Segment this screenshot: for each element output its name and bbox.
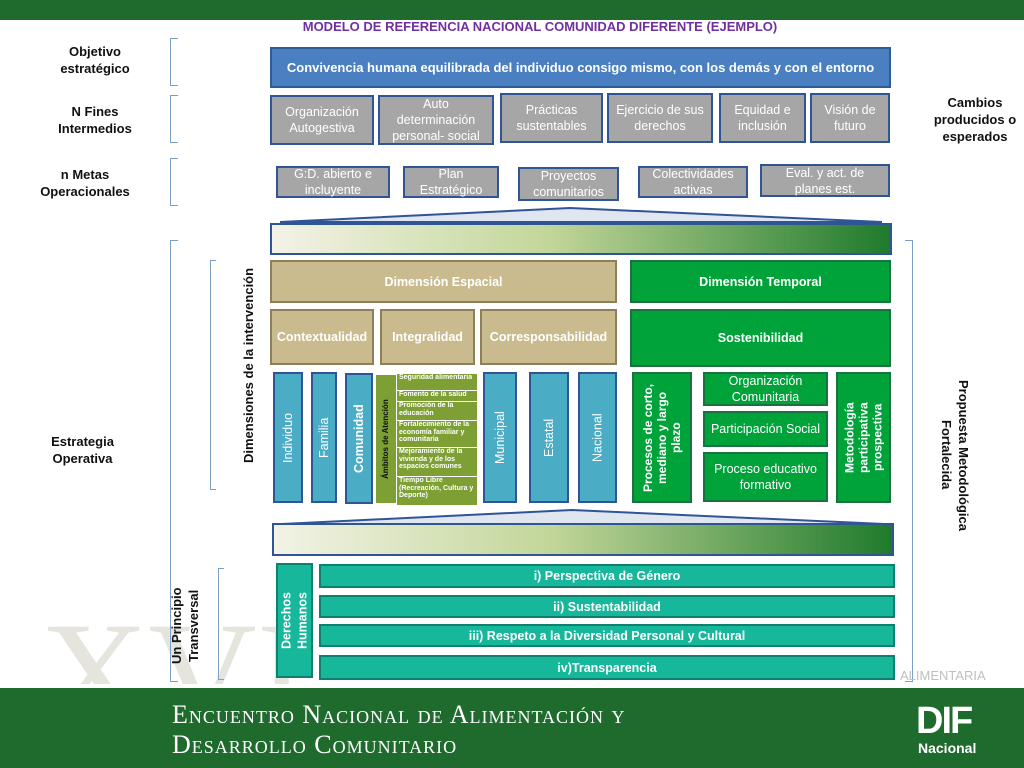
dimension-temporal: Dimensión Temporal: [630, 260, 891, 303]
label-metas: n Metas Operacionales: [40, 167, 130, 199]
fin-box: Auto determinación personal- social: [378, 95, 494, 145]
level-estatal: Estatal: [529, 372, 569, 503]
corresponsabilidad-box: Corresponsabilidad: [480, 309, 617, 365]
alimentaria-watermark: ALIMENTARIA: [900, 668, 986, 683]
label-cambios: Cambios producidos o esperados: [933, 95, 1017, 144]
top-bar: [0, 0, 1024, 20]
proceso-educativo-box: Proceso educativo formativo: [703, 452, 828, 502]
upper-arrow-head: [279, 206, 883, 223]
participacion-box: Participación Social: [703, 411, 828, 447]
ambito-item: Seguridad alimentaria: [397, 374, 477, 391]
meta-box: Colectividades activas: [638, 166, 748, 198]
ambito-item: Mejoramiento de la vivienda y de los esp…: [397, 448, 477, 477]
bracket-propuesta: [905, 240, 913, 682]
ambitos-label: Ámbitos de Atención: [376, 375, 396, 503]
principio-box: i) Perspectiva de Género: [319, 564, 895, 588]
metodologia-box: Metodología participativa prospectiva: [836, 372, 891, 503]
organizacion-box: Organización Comunitaria: [703, 372, 828, 406]
footer-line-1: Encuentro Nacional de Alimentación y: [172, 700, 626, 729]
fin-box: Visión de futuro: [810, 93, 890, 143]
bracket-metas: [170, 158, 178, 206]
level-individuo: Individuo: [273, 372, 303, 503]
principio-box: iv)Transparencia: [319, 655, 895, 680]
footer-strip: [0, 684, 1024, 688]
label-estrategia: Estrategia Operativa: [51, 434, 114, 466]
footer-bar: [0, 688, 1024, 768]
ambito-item: Tiempo Libre (Recreación, Cultura y Depo…: [397, 477, 477, 506]
meta-box: Plan Estratégico: [403, 166, 499, 198]
integralidad-box: Integralidad: [380, 309, 475, 365]
bracket-fines: [170, 95, 178, 143]
label-fines: N Fines Intermedios: [58, 104, 132, 136]
contextualidad-box: Contextualidad: [270, 309, 374, 365]
fin-box: Organización Autogestiva: [270, 95, 374, 145]
dimension-espacial: Dimensión Espacial: [270, 260, 617, 303]
principio-box: iii) Respeto a la Diversidad Personal y …: [319, 624, 895, 647]
level-familia: Familia: [311, 372, 337, 503]
derechos-humanos-box: Derechos Humanos: [276, 563, 313, 678]
label-propuesta: Propuesta Metodológica Fortalecida: [939, 379, 971, 531]
ambitos-list: Seguridad alimentaria Fomento de la salu…: [397, 374, 477, 506]
meta-box: G:D. abierto e incluyente: [276, 166, 390, 198]
ambito-item: Fortalecimiento de la economía familiar …: [397, 421, 477, 448]
ambito-item: Fomento de la salud: [397, 391, 477, 402]
level-nacional: Nacional: [578, 372, 617, 503]
dif-logo-subtitle: Nacional: [918, 740, 977, 756]
label-objetivo: Objetivo estratégico: [60, 44, 130, 76]
upper-gradient-bar: [270, 223, 892, 255]
lower-gradient-bar: [272, 523, 894, 556]
fin-box: Equidad e inclusión: [719, 93, 806, 143]
dif-logo: DIF: [916, 700, 973, 742]
fin-box: Ejercicio de sus derechos: [607, 93, 713, 143]
bracket-dimensiones: [210, 260, 216, 490]
bracket-principio: [218, 568, 224, 680]
label-dimensiones: Dimensiones de la intervención: [241, 267, 256, 463]
label-principio: Un Principio Transversal: [169, 587, 201, 665]
meta-box: Eval. y act. de planes est.: [760, 164, 890, 197]
diagram-title: MODELO DE REFERENCIA NACIONAL COMUNIDAD …: [302, 19, 778, 34]
footer-title: Encuentro Nacional de Alimentación y Des…: [172, 700, 626, 760]
sostenibilidad-box: Sostenibilidad: [630, 309, 891, 367]
objective-box: Convivencia humana equilibrada del indiv…: [270, 47, 891, 88]
bracket-estrategia: [170, 240, 178, 682]
bracket-objetivo: [170, 38, 178, 86]
meta-box: Proyectos comunitarios: [518, 167, 619, 201]
fin-box: Prácticas sustentables: [500, 93, 603, 143]
procesos-box: Procesos de corto, mediano y largo plazo: [632, 372, 692, 503]
footer-line-2: Desarrollo Comunitario: [172, 730, 458, 759]
level-comunidad: Comunidad: [345, 373, 373, 504]
principio-box: ii) Sustentabilidad: [319, 595, 895, 618]
level-municipal: Municipal: [483, 372, 517, 503]
ambito-item: Promoción de la educación: [397, 402, 477, 421]
